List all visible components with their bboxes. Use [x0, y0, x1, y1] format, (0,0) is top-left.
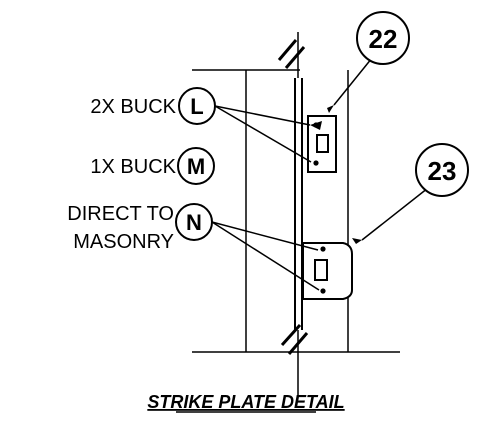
strike-plate-23 — [302, 242, 353, 300]
callout-23: 23 — [415, 143, 469, 197]
label-masonry: MASONRY — [73, 231, 174, 253]
label-1x-buck: 1X BUCK — [90, 156, 176, 178]
break-symbol-top — [277, 39, 306, 69]
callout-m: M — [177, 147, 215, 185]
callout-22: 22 — [356, 11, 410, 65]
label-direct-to: DIRECT TO — [67, 203, 174, 225]
break-symbol-bottom — [280, 323, 309, 355]
callout-l-text: L — [190, 94, 203, 119]
leader-lines — [211, 57, 429, 291]
label-2x-buck: 2X BUCK — [90, 96, 176, 118]
callout-22-text: 22 — [369, 24, 398, 54]
callout-n-text: N — [186, 210, 202, 235]
callout-n: N — [175, 203, 213, 241]
callout-l: L — [178, 87, 216, 125]
arrowheads — [310, 105, 362, 244]
wall-outline — [192, 69, 400, 353]
callout-23-text: 23 — [428, 156, 457, 186]
callout-m-text: M — [187, 154, 205, 179]
detail-title: STRIKE PLATE DETAIL — [147, 392, 344, 412]
